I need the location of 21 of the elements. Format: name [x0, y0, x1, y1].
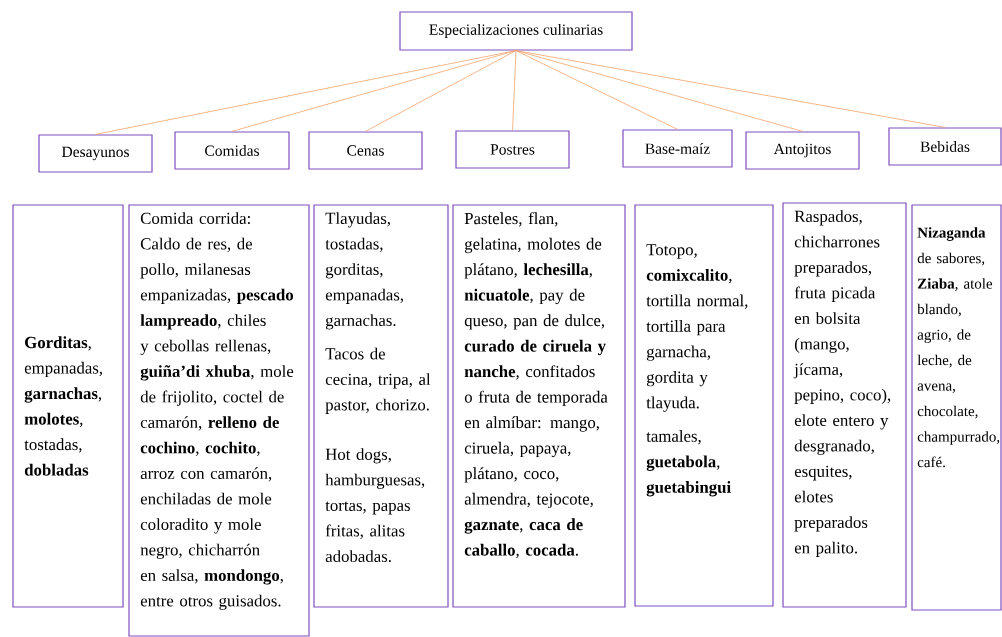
connector-line — [515, 50, 678, 130]
category-box: Postres — [455, 130, 570, 169]
category-box: Especializaciones culinarias — [399, 11, 633, 51]
category-box: Base-maíz — [622, 129, 733, 168]
list-box: Raspados, chicharrones preparados, fruta picada en bolsita (mango, jícama, pepino, coco), elote entero y desgranado, esquites, elotes preparados en palito. — [782, 202, 907, 608]
list-box: Comida corrida: Caldo de res, de pollo, milanesas empanizadas, pescado lampreado, chiles y cebollas rellenas, guiña’di xhuba, mole de frijolito, coctel de camarón, relleno de cochino, cochito, arroz con camarón, enchiladas de mole coloradito y mole negro, chicharrón en salsa, mondongo, entre otros guisados. — [128, 204, 310, 637]
connector-line — [95, 50, 517, 135]
list-box: Totopo, comixcalito, tortilla normal, tortilla para garnacha, gordita y tlayuda. tamales, guetabola, guetabingui — [634, 204, 774, 607]
connector-line — [512, 50, 517, 131]
list-box: Pasteles, flan, gelatina, molotes de plátano, lechesilla, nicuatole, pay de queso, pan de dulce, curado de ciruela y nanche, confitados o fruta de temporada en almíbar: mango, ciruela, papaya, plátano, coco, almendra, tejocote, gaznate, caca de caballo, cocada. — [452, 204, 626, 608]
list-box: Gorditas, empanadas, garnachas, molotes, tostadas, dobladas — [12, 204, 124, 608]
connector-line — [515, 50, 946, 128]
category-box: Desayunos — [38, 134, 153, 173]
list-box: Nizaganda de sabores, Ziaba, atole blando, agrio, de leche, de avena, chocolate, champurrado, café. — [911, 204, 1002, 611]
category-box: Bebidas — [888, 127, 1002, 166]
category-box: Cenas — [308, 131, 423, 170]
connector-line — [231, 50, 517, 132]
category-box: Antojitos — [745, 131, 860, 170]
category-box: Comidas — [174, 131, 290, 170]
list-box: Tlayudas, tostadas, gorditas, empanadas, garnachas. Tacos de cecina, tripa, al pastor, chorizo. Hot dogs, hamburguesas, tortas, papas fritas, alitas adobadas. — [313, 204, 449, 608]
connector-line — [365, 50, 517, 132]
